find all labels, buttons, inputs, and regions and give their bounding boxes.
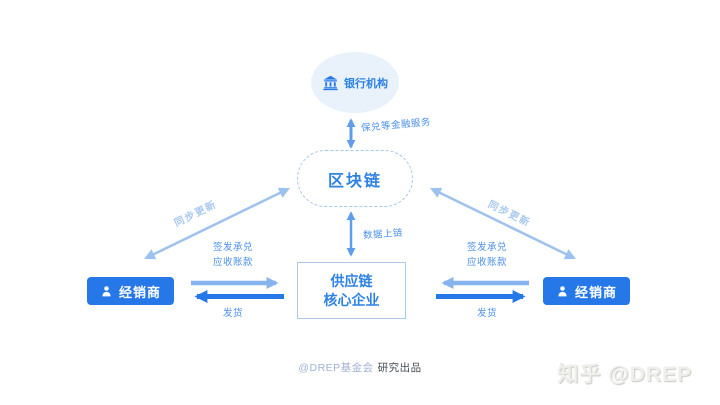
blockchain-node: 区块链 — [297, 150, 413, 207]
financial-service-label: 保兑等金融服务 — [360, 116, 432, 134]
data-onchain-label: 数据上链 — [362, 227, 404, 242]
ship-label-right: 发货 — [476, 308, 497, 319]
blockchain-label: 区块链 — [327, 172, 382, 190]
footer-credit-suffix: 研究出品 — [377, 362, 422, 374]
core-enterprise-node: 供应链 核心企业 — [297, 262, 406, 319]
person-icon — [558, 285, 567, 296]
bank-label: 银行机构 — [344, 77, 388, 90]
issue-label-left: 签发承兑 应收账款 — [212, 242, 253, 268]
person-icon — [102, 285, 111, 296]
distributor-right-label: 经销商 — [574, 284, 617, 300]
core-enterprise-label: 供应链 核心企业 — [323, 272, 380, 308]
distributor-left-node: 经销商 — [87, 277, 174, 305]
distributor-right-node: 经销商 — [543, 277, 630, 305]
footer-credit: @DREP基金会研究出品 — [0, 360, 720, 375]
distributor-left-label: 经销商 — [118, 284, 161, 300]
bank-icon — [323, 75, 338, 91]
footer-credit-handle: @DREP基金会 — [298, 362, 374, 374]
zhihu-watermark: 知乎 @DREP — [557, 363, 692, 386]
bank-node: 银行机构 — [311, 52, 399, 113]
issue-label-right: 签发承兑 应收账款 — [466, 242, 507, 268]
ship-label-left: 发货 — [222, 308, 243, 319]
sync-label-right: 同步更新 — [486, 199, 533, 230]
sync-label-left: 同步更新 — [172, 199, 219, 230]
